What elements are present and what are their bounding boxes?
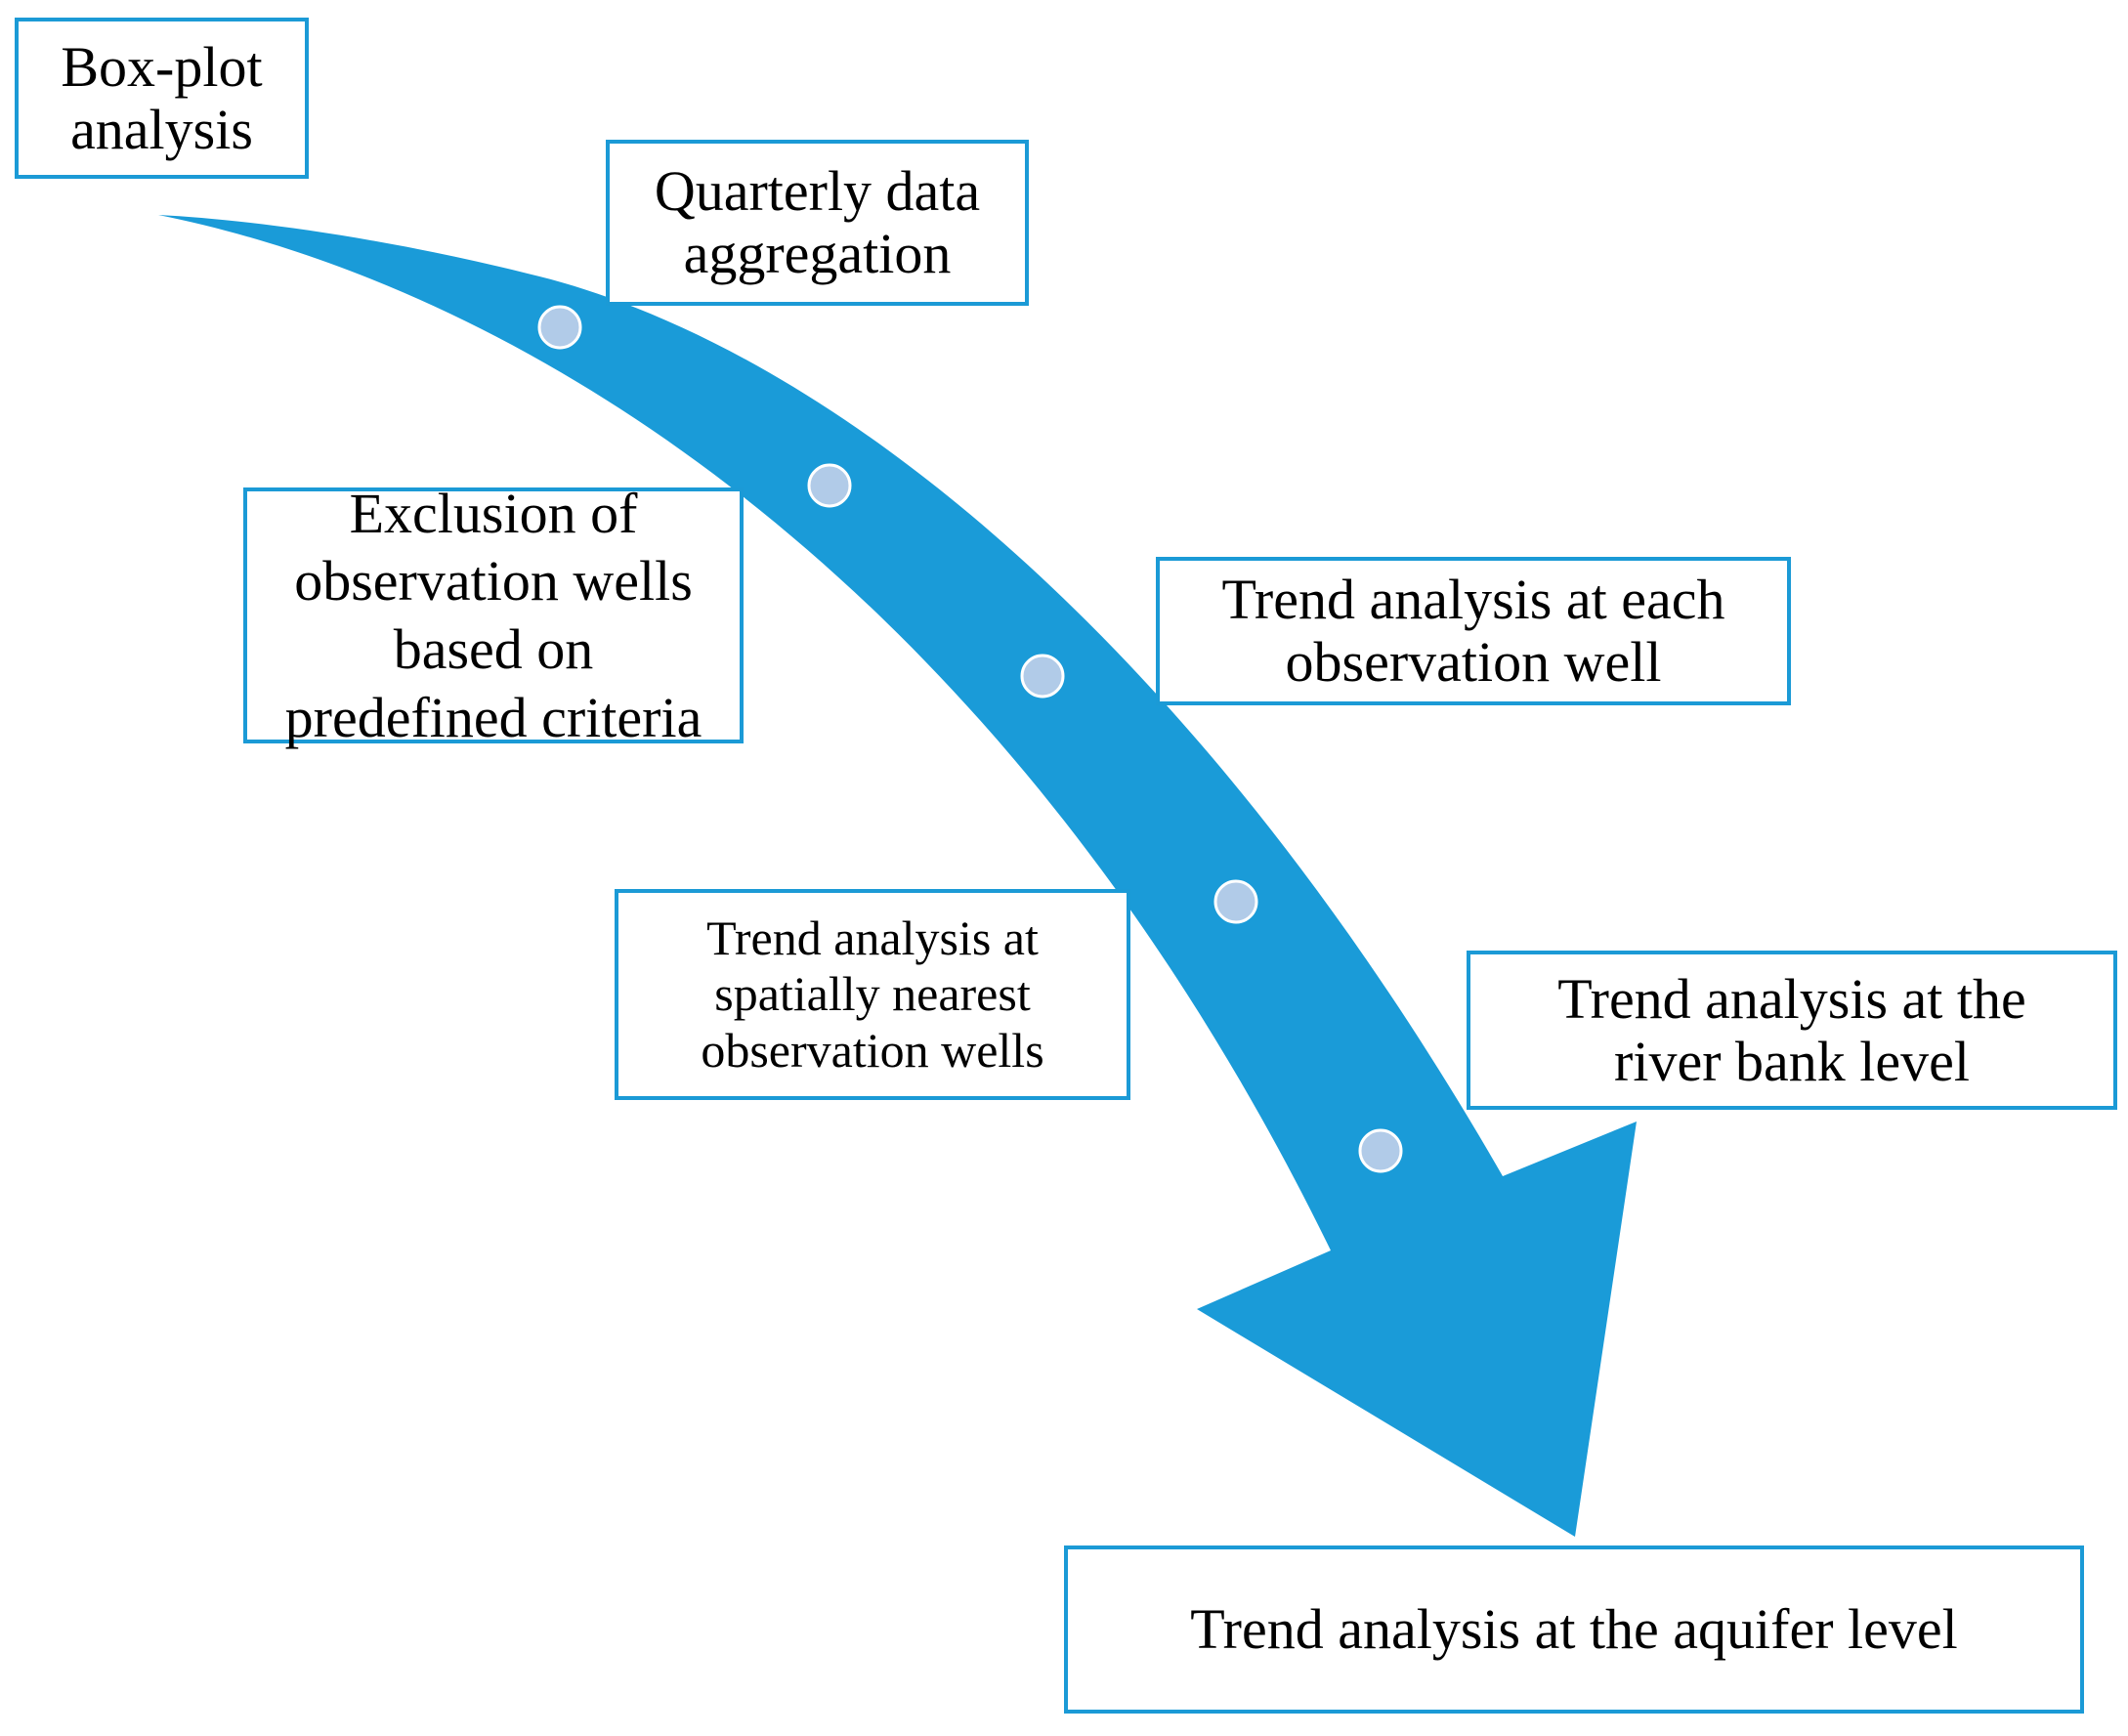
step-box-trend-aquifer: Trend analysis at the aquifer level xyxy=(1064,1545,2084,1714)
step-marker-dot xyxy=(807,463,852,508)
step-marker-dot xyxy=(1213,879,1258,924)
step-markers xyxy=(537,305,1403,1173)
step-label: Trend analysis at the aquifer level xyxy=(1190,1597,1958,1662)
step-marker-dot xyxy=(1020,654,1065,699)
step-box-trend-river-bank: Trend analysis at the river bank level xyxy=(1467,951,2117,1110)
step-marker-dot xyxy=(537,305,582,350)
step-label: Trend analysis at the river bank level xyxy=(1557,966,2026,1093)
step-box-exclusion-of-wells: Exclusion of observation wells based on … xyxy=(243,482,744,749)
step-label: Box-plot analysis xyxy=(61,34,263,161)
curved-flow-arrow xyxy=(158,215,1637,1537)
step-box-box-plot-analysis: Box-plot analysis xyxy=(15,18,309,179)
step-label: Trend analysis at each observation well xyxy=(1221,568,1725,694)
step-box-trend-nearest-wells: Trend analysis at spatially nearest obse… xyxy=(615,889,1130,1100)
step-label: Quarterly data aggregation xyxy=(654,159,981,285)
step-label: Exclusion of observation wells based on … xyxy=(284,481,702,749)
step-marker-dot xyxy=(1358,1128,1403,1173)
step-box-quarterly-data-aggregation: Quarterly data aggregation xyxy=(606,140,1029,306)
step-box-trend-each-well: Trend analysis at each observation well xyxy=(1156,557,1791,705)
step-label: Trend analysis at spatially nearest obse… xyxy=(701,910,1044,1078)
